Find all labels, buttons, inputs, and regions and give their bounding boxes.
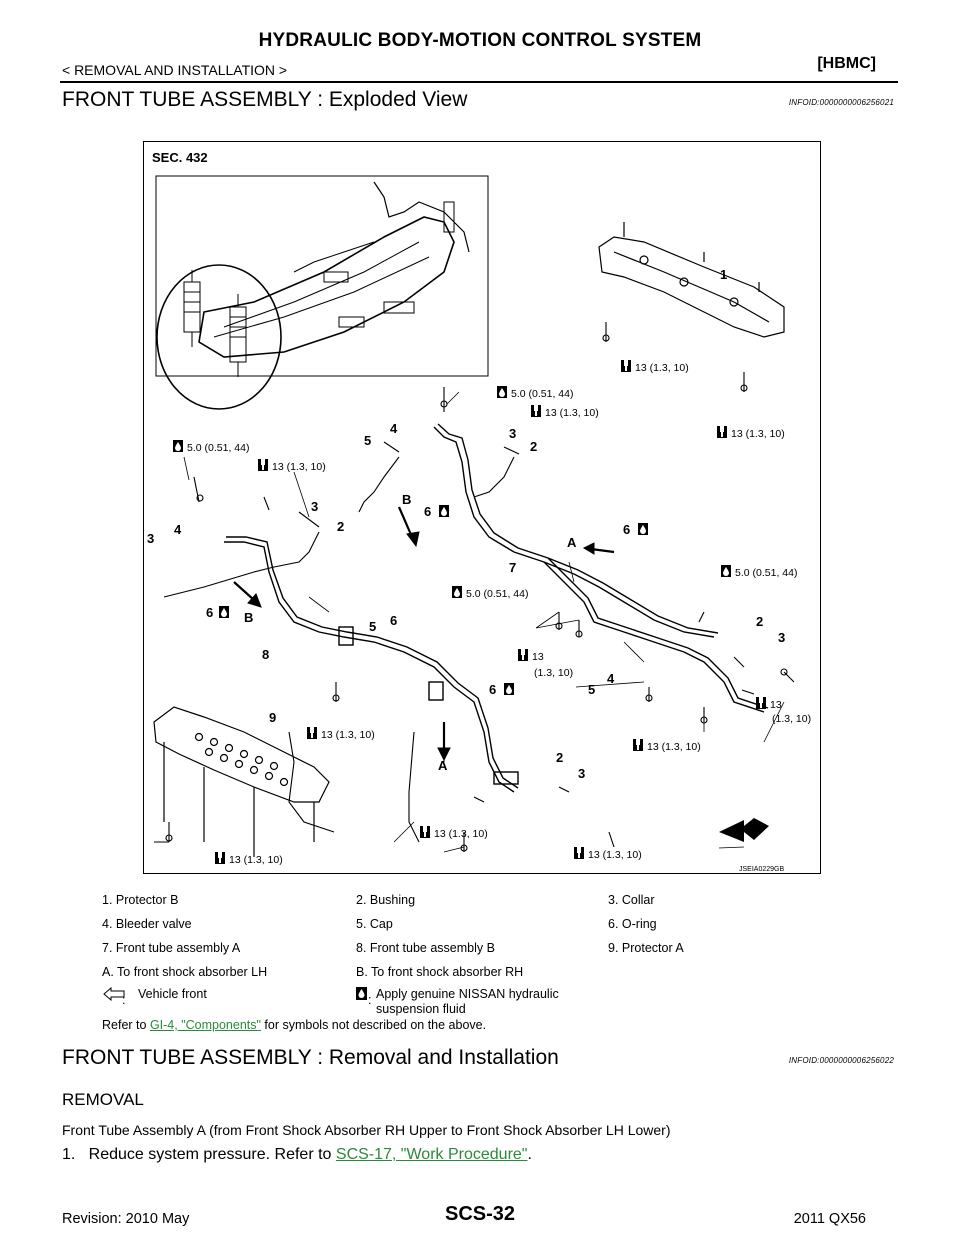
- torque-label: 13 (1.3, 10): [321, 729, 375, 741]
- inset-overview: [155, 175, 489, 410]
- callout-5: 5: [588, 682, 595, 697]
- callout-5: 5: [364, 433, 371, 448]
- callout-4: 4: [174, 522, 182, 537]
- page-header-title: HYDRAULIC BODY-MOTION CONTROL SYSTEM: [258, 30, 702, 51]
- legend-item: 8. Front tube assembly B: [356, 941, 495, 955]
- header-rule: [60, 81, 898, 83]
- callout-b: B: [402, 492, 411, 507]
- torque-label: 13: [770, 699, 782, 711]
- callout-8: 8: [262, 647, 269, 662]
- callout-numbers: 1 4 5 3 2 B 6 3 2 4 3 6 A 7 6 B 5 6 2 3 …: [147, 267, 785, 781]
- callout-6: 6: [489, 682, 496, 697]
- body-paragraph: Front Tube Assembly A (from Front Shock …: [62, 1122, 671, 1138]
- sec-label: SEC. 432: [152, 150, 208, 165]
- legend-item: 5. Cap: [356, 917, 393, 931]
- refer-note: Refer to GI-4, "Components" for symbols …: [102, 1018, 487, 1032]
- legend-item: 3. Collar: [608, 893, 655, 907]
- leader-lines: [183, 391, 785, 853]
- torque-label: 13 (1.3, 10): [272, 461, 326, 473]
- torque-label: 5.0 (0.51, 44): [735, 567, 797, 579]
- torque-label: 13 (1.3, 10): [731, 428, 785, 440]
- legend-symbol-label: Vehicle front: [138, 987, 207, 1001]
- link-scs-17-work-procedure[interactable]: SCS-17, "Work Procedure": [335, 1146, 528, 1163]
- callout-3: 3: [311, 499, 318, 514]
- callout-6: 6: [206, 605, 213, 620]
- callout-6: 6: [424, 504, 431, 519]
- callout-2: 2: [337, 519, 344, 534]
- callout-a: A: [438, 758, 448, 773]
- section-title-removal-installation: FRONT TUBE ASSEMBLY : Removal and Instal…: [62, 1046, 559, 1069]
- step-1: 1. Reduce system pressure. Refer to SCS-…: [62, 1146, 532, 1163]
- torque-label: 5.0 (0.51, 44): [511, 388, 573, 400]
- legend-item: 2. Bushing: [356, 893, 416, 907]
- torque-label: 13 (1.3, 10): [434, 828, 488, 840]
- front-tube-assembly-a: [433, 423, 769, 713]
- footer-revision: Revision: 2010 May: [62, 1211, 190, 1227]
- legend-item: 4. Bleeder valve: [102, 917, 192, 931]
- direction-arrows: [233, 506, 615, 762]
- legend-item: 6. O-ring: [608, 917, 657, 931]
- legend-item: A. To front shock absorber LH: [102, 965, 268, 979]
- exploded-view-figure: SEC. 432: [143, 141, 821, 874]
- torque-labels: 13 (1.3, 10) 5.0 (0.51, 44) 13 (1.3, 10)…: [173, 360, 811, 866]
- legend-item: 9. Protector A: [608, 941, 684, 955]
- legend-item: 1. Protector B: [102, 893, 179, 907]
- legend-symbol-label: suspension fluid: [376, 1002, 466, 1016]
- fasteners: [154, 322, 795, 852]
- subheading-removal: REMOVAL: [62, 1090, 144, 1109]
- callout-6: 6: [623, 522, 630, 537]
- callout-3: 3: [578, 766, 585, 781]
- callout-3: 3: [778, 630, 785, 645]
- callout-2: 2: [556, 750, 563, 765]
- torque-label: 5.0 (0.51, 44): [466, 588, 528, 600]
- callout-4: 4: [607, 671, 615, 686]
- torque-label: (1.3, 10): [772, 713, 811, 725]
- front-tube-assembly-b: [224, 536, 519, 793]
- legend-symbol-label: Apply genuine NISSAN hydraulic: [376, 987, 559, 1001]
- torque-label: 13 (1.3, 10): [635, 362, 689, 374]
- legend-item: B. To front shock absorber RH: [356, 965, 524, 979]
- torque-label: 5.0 (0.51, 44): [187, 442, 249, 454]
- info-id: INFOID:0000000006256021: [788, 98, 894, 107]
- vehicle-front-arrow-icon: [103, 987, 125, 1001]
- torque-label: (1.3, 10): [534, 667, 573, 679]
- callout-1: 1: [720, 267, 727, 282]
- callout-4: 4: [390, 421, 398, 436]
- callout-6: 6: [390, 613, 397, 628]
- callout-2: 2: [530, 439, 537, 454]
- callout-3: 3: [509, 426, 516, 441]
- callout-5: 5: [369, 619, 376, 634]
- torque-label: 13 (1.3, 10): [588, 849, 642, 861]
- section-title-exploded-view: FRONT TUBE ASSEMBLY : Exploded View: [62, 88, 468, 111]
- link-gi-4-components[interactable]: GI-4, "Components": [149, 1018, 261, 1032]
- fluid-drop-icon: [356, 987, 367, 1000]
- exploded-view-diagram: SEC. 432: [147, 150, 811, 873]
- callout-a: A: [567, 535, 577, 550]
- torque-label: 13: [532, 651, 544, 663]
- legend-item: 7. Front tube assembly A: [102, 941, 241, 955]
- footer-model: 2011 QX56: [793, 1211, 866, 1227]
- section-code: [HBMC]: [817, 55, 876, 72]
- callout-9: 9: [269, 710, 276, 725]
- callout-b: B: [244, 610, 253, 625]
- breadcrumb: < REMOVAL AND INSTALLATION >: [62, 62, 288, 78]
- protector-b: [598, 222, 785, 338]
- torque-label: 13 (1.3, 10): [229, 854, 283, 866]
- callout-7: 7: [509, 560, 516, 575]
- info-id: INFOID:0000000006256022: [788, 1056, 894, 1065]
- torque-label: 13 (1.3, 10): [647, 741, 701, 753]
- callout-2: 2: [756, 614, 763, 629]
- callout-3: 3: [147, 531, 154, 546]
- image-code: JSEIA0229GB: [739, 866, 784, 873]
- protector-a: [153, 706, 330, 857]
- torque-label: 13 (1.3, 10): [545, 407, 599, 419]
- footer-page-number: SCS-32: [444, 1203, 516, 1225]
- vehicle-front-arrow-icon: [719, 818, 769, 842]
